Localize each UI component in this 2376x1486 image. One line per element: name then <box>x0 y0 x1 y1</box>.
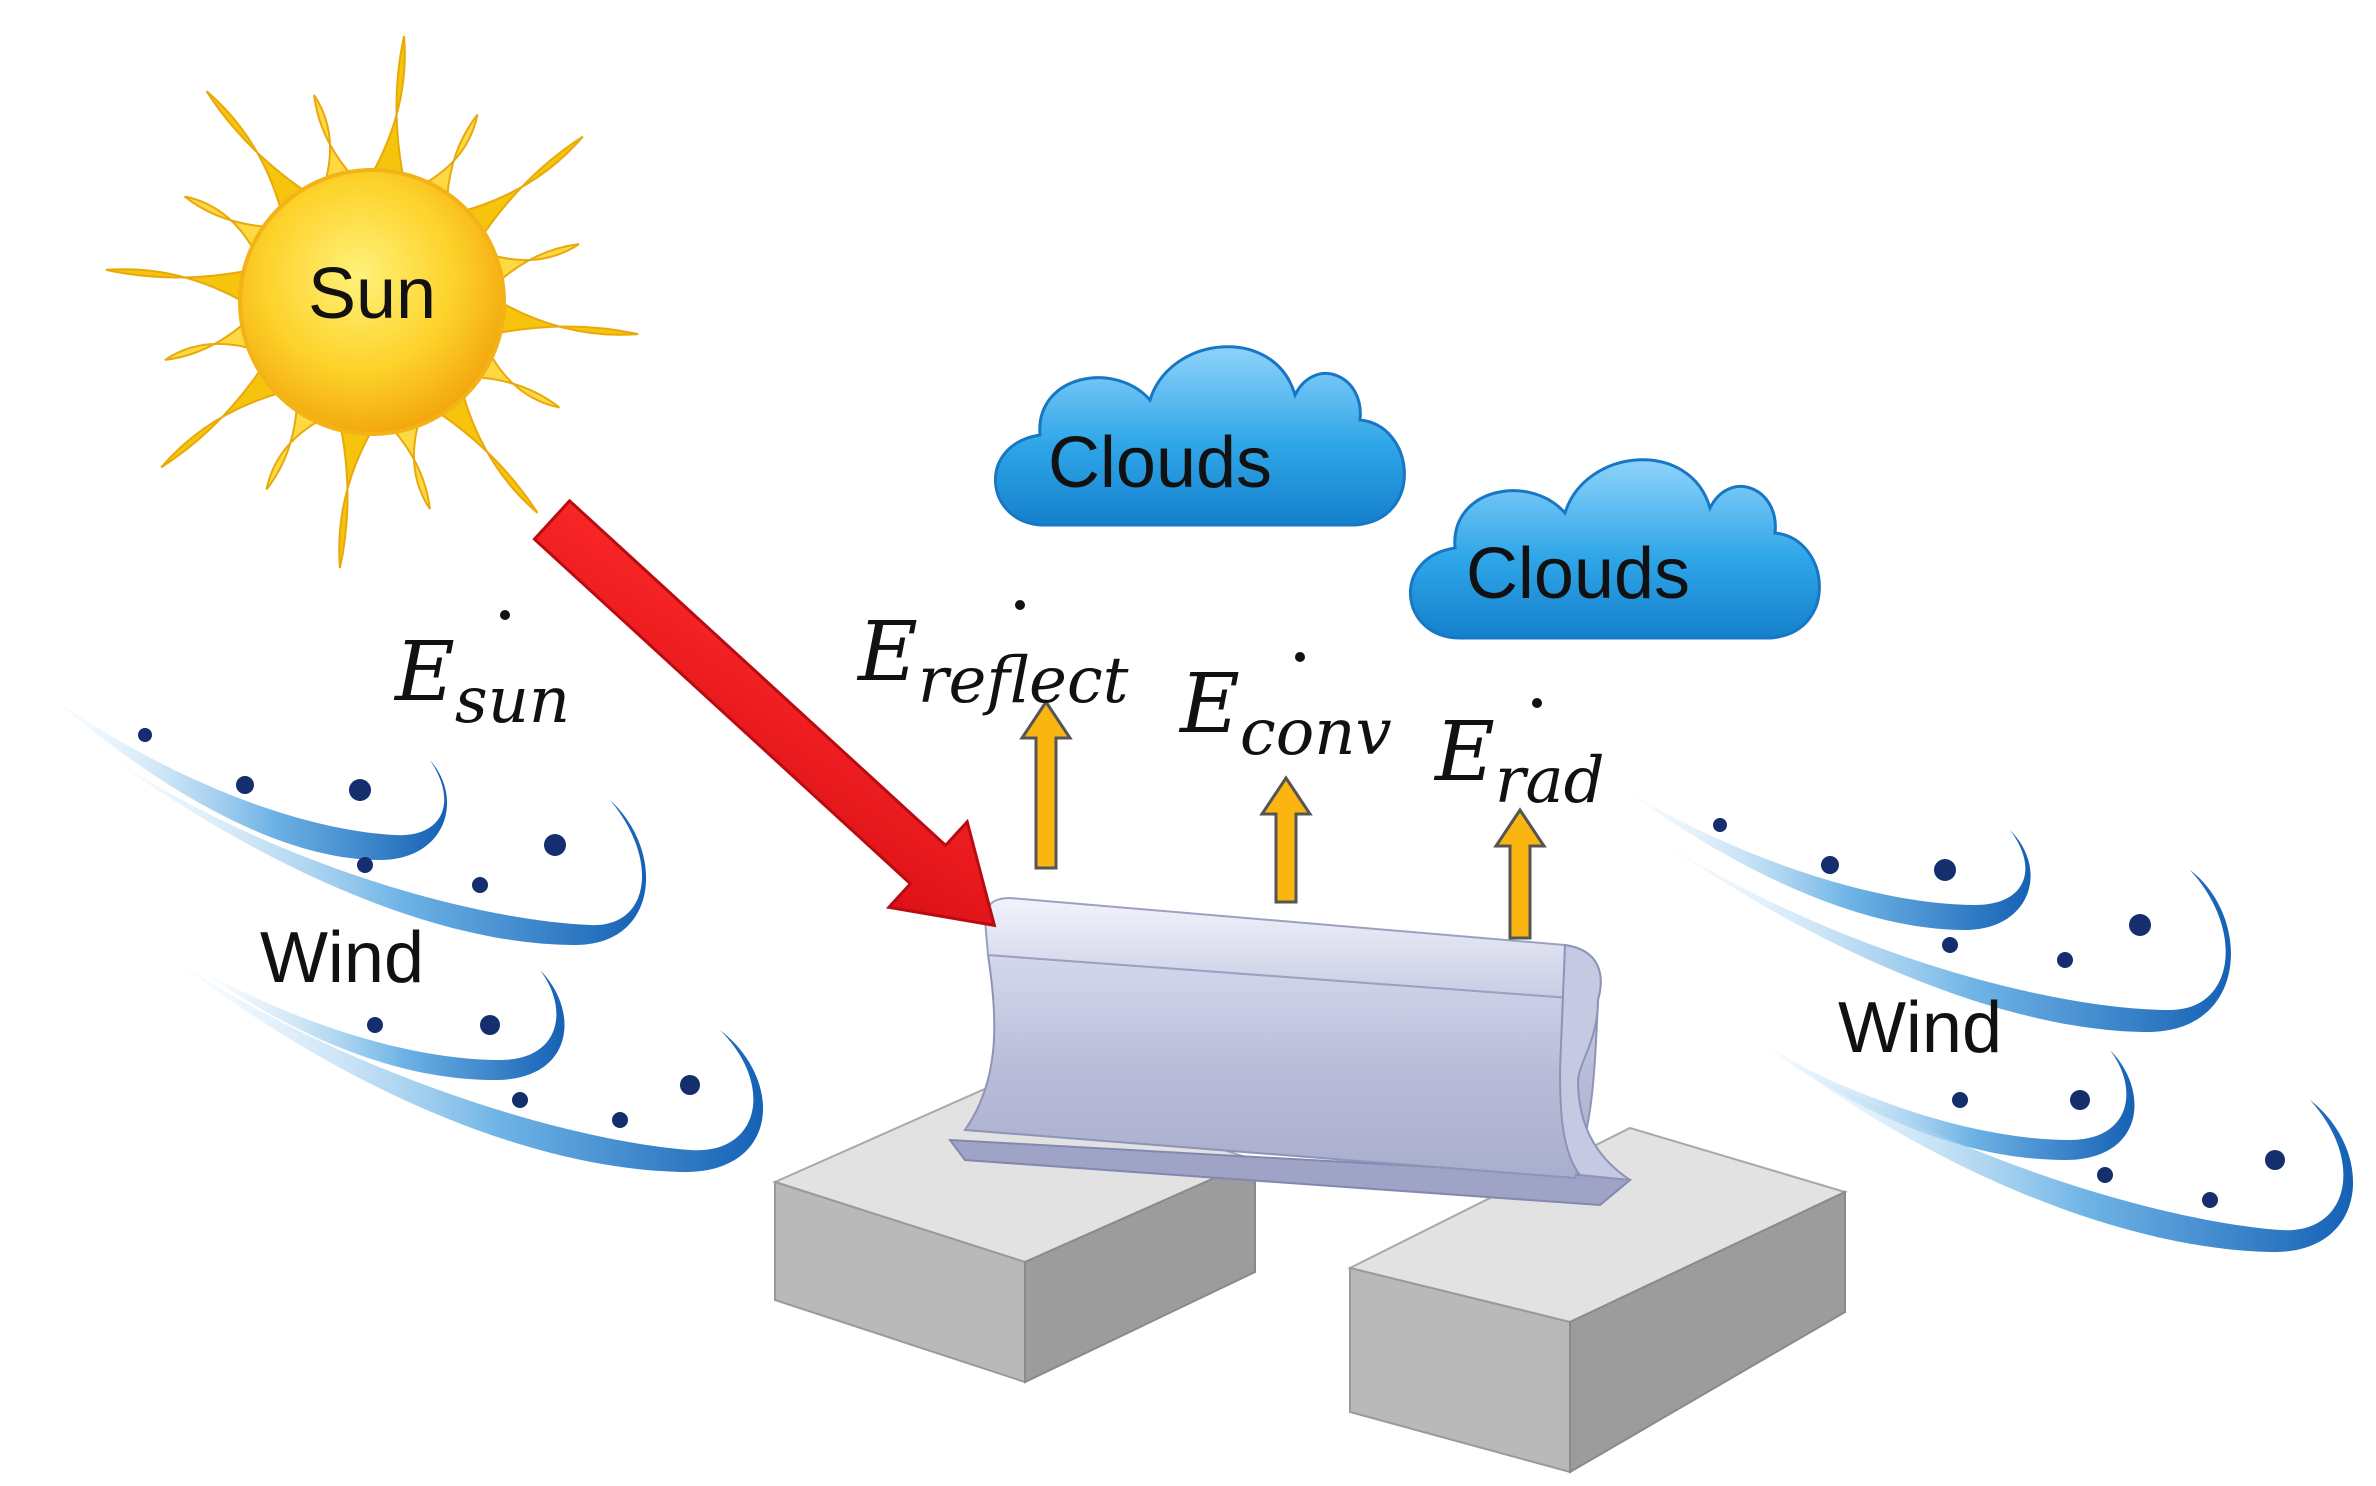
svg-text:Esun: Esun <box>393 625 570 738</box>
radiation-arrow-icon <box>1493 807 1547 940</box>
e-reflect-base: E <box>856 605 918 700</box>
svg-text:Econv: Econv <box>1178 657 1392 770</box>
wind-icon <box>55 700 764 1173</box>
rail-icon <box>947 896 1633 1207</box>
convection-arrow-icon <box>1259 775 1313 904</box>
e-sun-symbol: Esun <box>393 610 570 738</box>
sun-ray <box>313 94 361 195</box>
e-conv-base: E <box>1178 657 1240 752</box>
sun-ray <box>205 90 316 223</box>
sun-ray <box>383 409 431 510</box>
wind-right-label: Wind <box>1838 988 2002 1068</box>
incoming-solar-arrow-icon <box>532 498 997 928</box>
sun-ray <box>451 135 584 246</box>
wind-icon <box>1625 790 2354 1253</box>
sun-label: Sun <box>308 254 436 334</box>
cloud-icon <box>1408 458 1821 640</box>
sun-ray <box>337 416 379 569</box>
sun-ray <box>486 295 639 337</box>
sun-ray <box>160 358 293 469</box>
sun-ray <box>105 267 258 309</box>
e-rad-sub: rad <box>1495 744 1605 818</box>
sun-ray <box>365 35 407 188</box>
cloud-right-label: Clouds <box>1466 534 1690 614</box>
cloud-icon <box>993 345 1406 527</box>
wind-left-label: Wind <box>260 918 424 998</box>
reflected-arrow-icon <box>1019 699 1073 870</box>
e-conv-sub: conv <box>1240 696 1392 770</box>
sun-ray <box>479 243 580 291</box>
e-rad-base: E <box>1433 705 1495 800</box>
sun-ray <box>164 313 265 361</box>
svg-text:Ereflect: Ereflect <box>856 605 1129 718</box>
sun-ray <box>428 381 539 514</box>
e-reflect-sub: reflect <box>918 644 1129 718</box>
svg-text:Erad: Erad <box>1433 705 1605 818</box>
sun-icon <box>105 35 639 569</box>
e-conv-symbol: Econv <box>1178 652 1392 770</box>
e-sun-sub: sun <box>455 664 570 738</box>
cloud-left-label: Clouds <box>1048 423 1272 503</box>
sleeper-icon <box>1347 1126 1848 1474</box>
e-reflect-symbol: Ereflect <box>856 600 1129 718</box>
e-rad-symbol: Erad <box>1433 698 1605 818</box>
e-sun-base: E <box>393 625 455 720</box>
